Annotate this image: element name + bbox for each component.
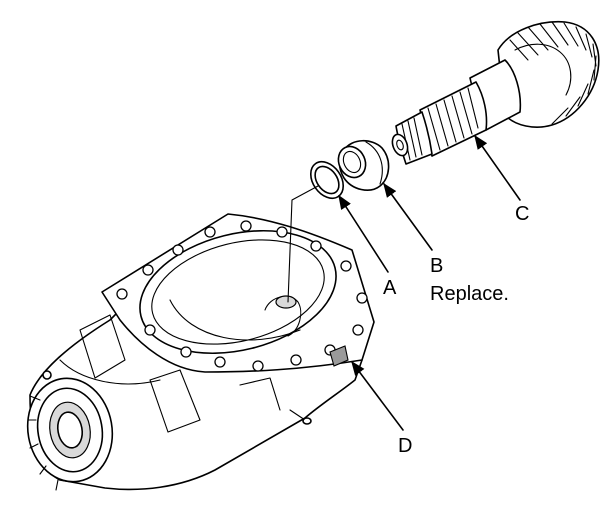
callout-label-c: C [515,203,530,225]
alignment-line [287,185,319,303]
flange-bolt-holes [116,220,368,372]
callout-note-b: Replace. [430,283,509,305]
shim-ring-a [309,160,345,200]
pinion-gear-shaft [391,20,600,165]
leader-arrow-d [351,360,404,431]
leader-arrow-a [338,194,389,273]
differential-housing [26,213,375,491]
leader-arrow-b [383,182,433,251]
callout-label-d: D [398,435,413,457]
spacer-b [337,139,390,191]
callout-label-a: A [383,277,397,299]
leader-arrow-c [474,134,521,201]
callout-label-b: B [430,255,444,277]
